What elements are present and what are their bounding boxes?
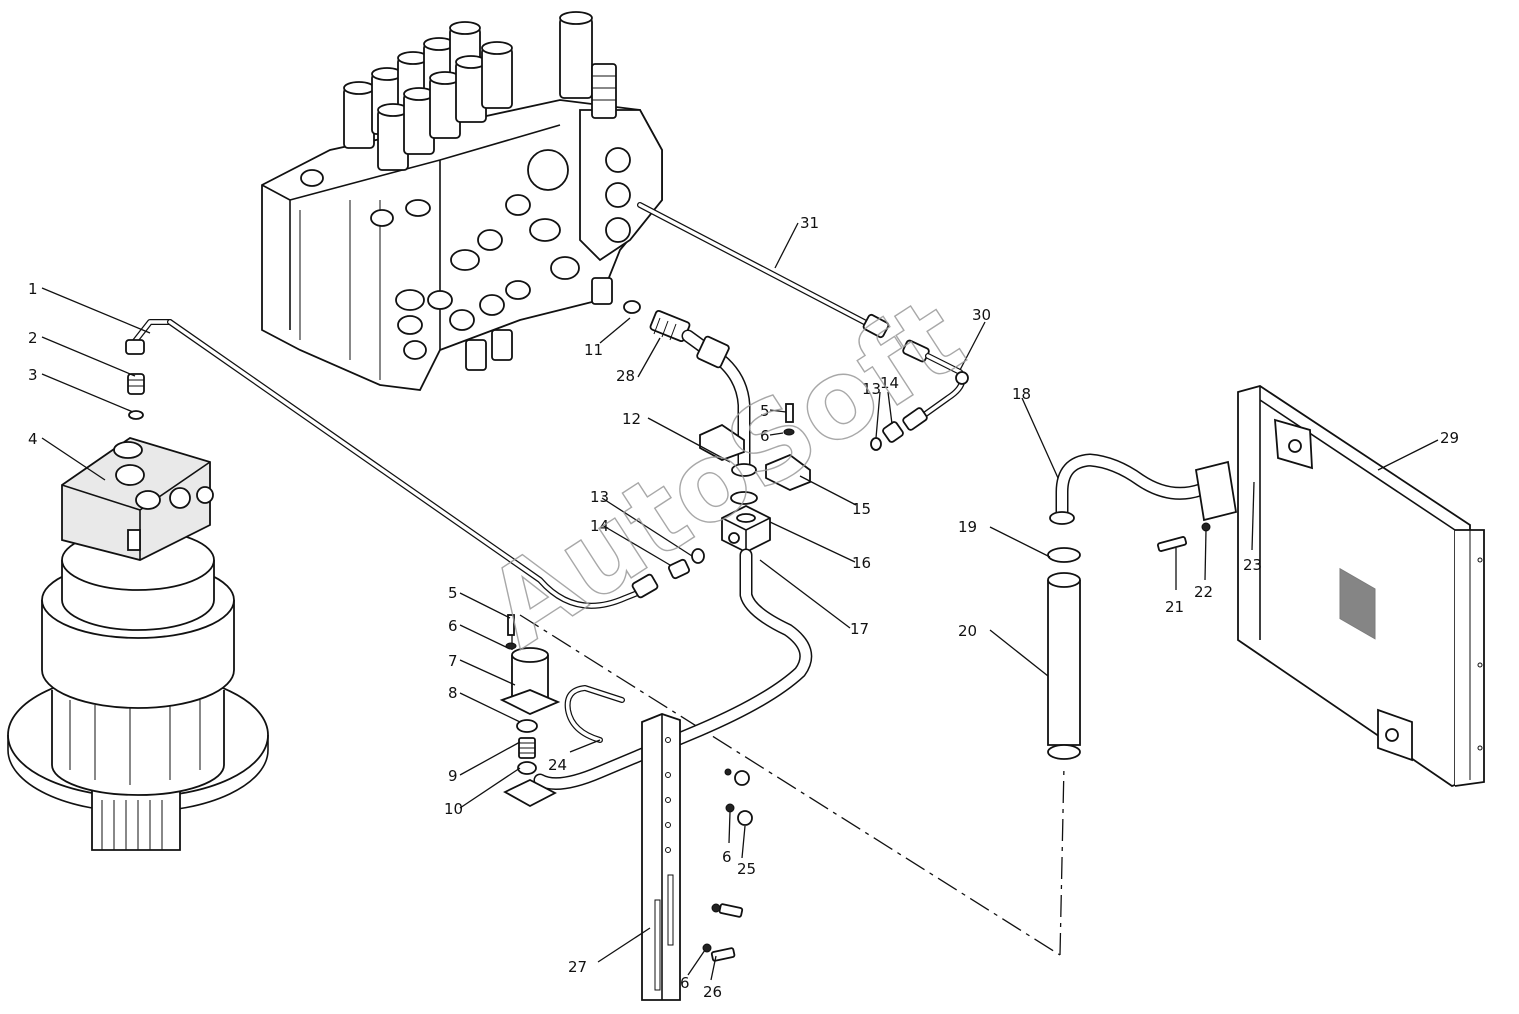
adapter-14b [882, 421, 904, 443]
bolt-21 [1156, 536, 1188, 552]
callout-28: 28 [616, 367, 635, 385]
flange-10 [503, 778, 557, 808]
clamp-19 [1047, 547, 1081, 563]
flange-18 [1194, 460, 1238, 522]
radiator-29 [1237, 385, 1485, 787]
callout-20: 20 [958, 622, 977, 640]
hose-18 [1049, 453, 1227, 525]
callout-4: 4 [28, 430, 38, 448]
swing-motor-assembly [7, 437, 269, 851]
bolt-upper [711, 903, 744, 918]
callout-30: 30 [972, 306, 991, 324]
callout-12: 12 [622, 410, 641, 428]
callout-6a: 6 [448, 617, 458, 635]
callout-24: 24 [548, 756, 567, 774]
callout-25: 25 [737, 860, 756, 878]
spring-9 [518, 737, 536, 759]
adapter-14a [667, 558, 691, 580]
callout-11: 11 [584, 341, 603, 359]
callout-6b: 6 [760, 427, 770, 445]
callout-15: 15 [852, 500, 871, 518]
callout-5a: 5 [448, 584, 458, 602]
pilot-tube [167, 319, 659, 609]
callout-9: 9 [448, 767, 458, 785]
check-valve-housing-7 [499, 647, 561, 715]
callout-2: 2 [28, 329, 38, 347]
callout-3: 3 [28, 366, 38, 384]
callout-13a: 13 [590, 488, 609, 506]
callout-17: 17 [850, 620, 869, 638]
seat-8 [516, 719, 538, 733]
manifold-block-17 [721, 504, 771, 554]
callout-19: 19 [958, 518, 977, 536]
u-clip-24 [564, 685, 625, 743]
bolt-5a [507, 614, 515, 636]
callout-21: 21 [1165, 598, 1184, 616]
bracket-27 [641, 713, 681, 1001]
callout-26: 26 [703, 983, 722, 1001]
return-pipe [533, 548, 813, 791]
callout-14b: 14 [880, 374, 899, 392]
adapter-2 [127, 373, 145, 395]
washer-22 [1201, 522, 1211, 532]
poppet-10 [517, 761, 537, 775]
fitting-30 [902, 339, 969, 431]
washer-6b [783, 428, 795, 436]
clamp-15b [765, 453, 811, 491]
callout-1: 1 [28, 280, 38, 298]
callout-23: 23 [1243, 556, 1262, 574]
callout-5b: 5 [760, 402, 770, 420]
assembly-centerline [519, 614, 1065, 956]
nut-25a [724, 768, 750, 786]
elbow-fitting-1 [125, 319, 173, 355]
callout-10: 10 [444, 800, 463, 818]
callout-18: 18 [1012, 385, 1031, 403]
callout-31: 31 [800, 214, 819, 232]
callout-16: 16 [852, 554, 871, 572]
washer-6a [505, 642, 517, 650]
callout-29: 29 [1440, 429, 1459, 447]
hose-12 [681, 329, 757, 477]
control-valve-assembly [261, 11, 663, 391]
watermark: AutoSoft [466, 275, 984, 672]
o-ring-16 [730, 491, 758, 505]
valve-ports [300, 149, 580, 360]
callout-7: 7 [448, 652, 458, 670]
bolt-5b [785, 403, 794, 423]
callout-6c: 6 [722, 848, 732, 866]
callout-6d: 6 [680, 974, 690, 992]
clamp-20-bottom [1047, 744, 1081, 760]
hose-20 [1047, 572, 1081, 746]
o-ring-11 [623, 300, 641, 314]
callout-22: 22 [1194, 583, 1213, 601]
hose-31 [637, 202, 890, 339]
callout-8: 8 [448, 684, 458, 702]
bolt-26 [702, 943, 736, 962]
callouts: 1 2 3 4 5 5 6 6 6 6 7 8 9 10 11 12 13 13… [28, 214, 1459, 1001]
spool-caps [343, 11, 593, 171]
leader-lines [41, 222, 1439, 981]
callout-27: 27 [568, 958, 587, 976]
nut-25 [725, 803, 753, 826]
callout-13b: 13 [862, 380, 881, 398]
o-ring-3 [128, 410, 144, 420]
callout-14a: 14 [590, 517, 609, 535]
